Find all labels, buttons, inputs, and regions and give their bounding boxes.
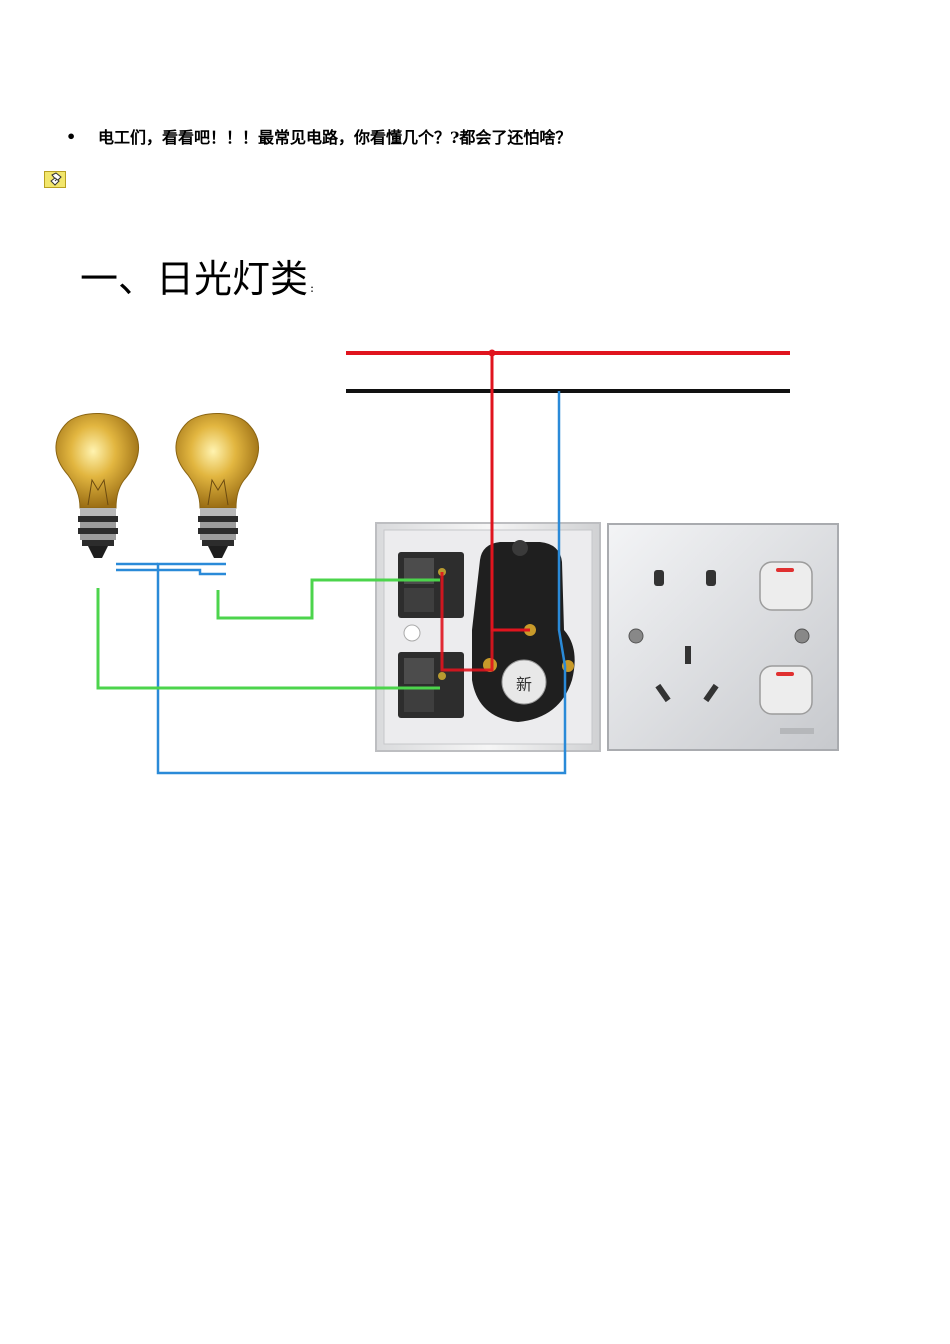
section-heading: 一、日光灯类: <box>80 248 314 303</box>
lightbulb-icon <box>175 412 260 558</box>
switched-wire-bulb1 <box>96 588 440 690</box>
switch-badge-text: 新 <box>516 675 532 694</box>
live-link-wire <box>440 572 494 672</box>
heading-text: 一、日光灯类 <box>80 257 309 301</box>
bullet-text: 电工们，看看吧！！！最常见电路，你看懂几个？?都会了还怕啥？ <box>98 128 572 147</box>
neutral-branch-wire-2 <box>116 568 226 576</box>
bullet-item: • 电工们，看看吧！！！最常见电路，你看懂几个？?都会了还怕啥？ <box>66 124 571 148</box>
heading-tail: : <box>310 281 315 295</box>
switch-box-icon: 新 <box>375 522 601 752</box>
lightbulb-icon <box>55 412 140 558</box>
socket-panel-icon <box>607 523 839 751</box>
embedded-object-icon[interactable] <box>44 171 66 188</box>
bullet-dot: • <box>66 126 77 146</box>
switched-wire-bulb2 <box>216 578 440 620</box>
wiring-diagram: 新 <box>55 349 839 775</box>
